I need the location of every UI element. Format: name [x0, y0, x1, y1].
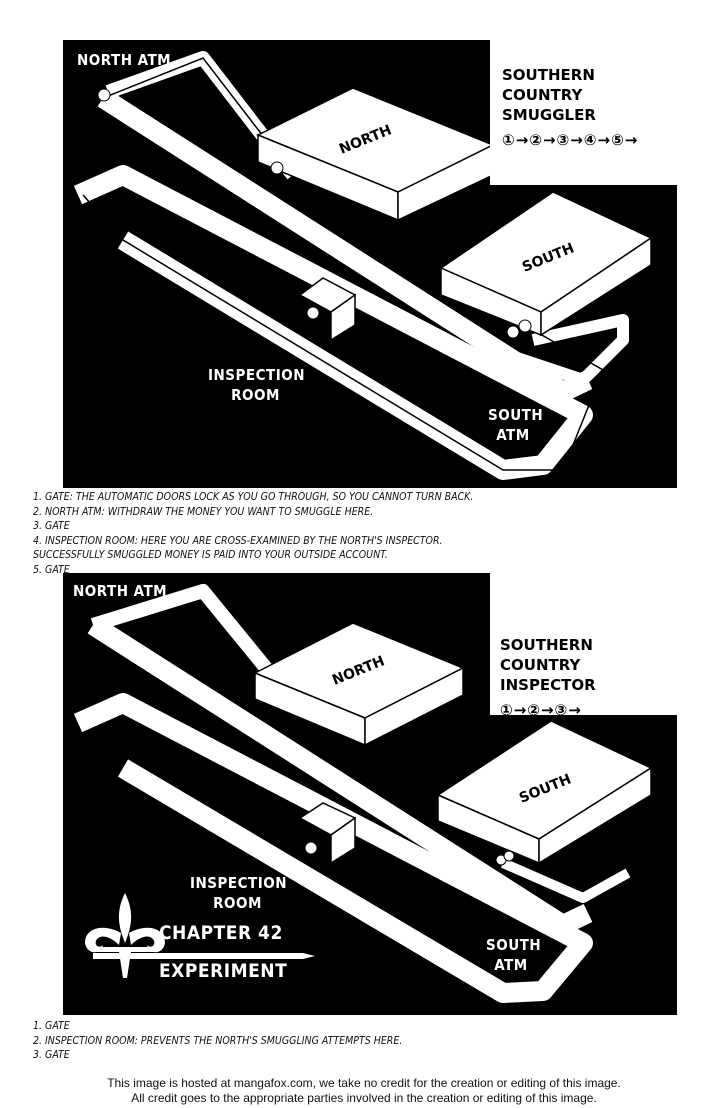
chapter-number: CHAPTER 42 — [159, 922, 283, 944]
credit-line: This image is hosted at mangafox.com, we… — [107, 1076, 621, 1090]
north-atm-label: NORTH ATM — [73, 582, 168, 600]
note: 3. GATE — [33, 520, 70, 532]
note: 2. NORTH ATM: WITHDRAW THE MONEY YOU WAN… — [33, 505, 374, 518]
note: 1. GATE: THE AUTOMATIC DOORS LOCK AS YOU… — [33, 491, 474, 503]
note: 2. INSPECTION ROOM: PREVENTS THE NORTH'S… — [33, 1034, 403, 1047]
smuggler-floor-plan — [73, 51, 653, 480]
marker-4 — [306, 306, 320, 320]
route-sequence: ①→②→③→ — [500, 701, 582, 719]
marker-3 — [270, 161, 284, 175]
south-atm-label: SOUTH ATM — [486, 936, 542, 974]
legend-box: SOUTHERN COUNTRY SMUGGLER ①→②→③→④→⑤→ — [490, 40, 677, 185]
hosting-credit: This image is hosted at mangafox.com, we… — [0, 1076, 728, 1106]
fleur-de-lis-icon — [85, 893, 315, 978]
smuggler-notes: 1. GATE: THE AUTOMATIC DOORS LOCK AS YOU… — [33, 490, 473, 577]
legend-title: SOUTHERN COUNTRY SMUGGLER — [502, 66, 596, 124]
inspector-diagram-panel: NORTH ATM NORTH SOUTH INSPECTION ROOM CH… — [63, 573, 677, 1015]
gate-markers — [97, 88, 532, 339]
north-atm-label: NORTH ATM — [77, 51, 172, 69]
note: 4. INSPECTION ROOM: HERE YOU ARE CROSS-E… — [33, 534, 443, 547]
legend-box: SOUTHERN COUNTRY INSPECTOR ①→②→③→ — [490, 573, 677, 719]
marker-2 — [97, 88, 111, 102]
legend-title: SOUTHERN COUNTRY INSPECTOR — [500, 636, 596, 694]
inspector-notes: 1. GATE 2. INSPECTION ROOM: PREVENTS THE… — [33, 1019, 402, 1063]
smuggler-diagram-panel: NORTH ATM NORTH SOUTH INSPECTION ROOM SO… — [63, 40, 677, 488]
inspector-floor-plan — [73, 584, 653, 1003]
marker-1 — [506, 325, 520, 339]
inspection-room-label: INSPECTION ROOM — [190, 874, 288, 912]
chapter-title: EXPERIMENT — [159, 960, 288, 982]
note: 3. GATE — [33, 1049, 70, 1061]
note: SUCCESSFULLY SMUGGLED MONEY IS PAID INTO… — [33, 549, 388, 561]
note: 1. GATE — [33, 1020, 70, 1032]
marker-5 — [518, 319, 532, 333]
credit-line: All credit goes to the appropriate parti… — [131, 1091, 597, 1105]
inspection-room-box — [298, 277, 357, 342]
south-gate-path — [506, 314, 629, 386]
route-sequence: ①→②→③→④→⑤→ — [502, 131, 639, 149]
note: 5. GATE — [33, 563, 70, 576]
inspection-room-label: INSPECTION ROOM — [208, 366, 306, 404]
north-building — [256, 87, 495, 222]
south-atm-label: SOUTH ATM — [488, 406, 544, 444]
south-building — [439, 191, 653, 337]
